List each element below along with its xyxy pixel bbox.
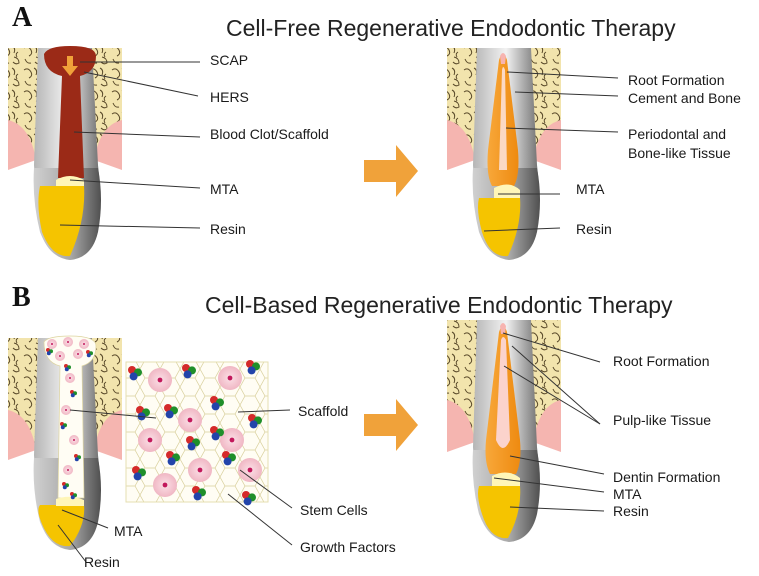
stem-cell-icon (47, 339, 57, 349)
label-bone-like-tissue: Bone-like Tissue (628, 145, 731, 161)
growth-factor-icon (242, 491, 256, 506)
growth-factor-icon (64, 364, 71, 372)
label-pulp-like-tissue: Pulp-like Tissue (613, 412, 712, 428)
stem-cell-icon (79, 339, 89, 349)
stem-cell-icon (220, 428, 244, 452)
stem-cell-icon (138, 428, 162, 452)
label-mta: MTA (613, 486, 642, 502)
growth-factor-icon (132, 466, 146, 481)
label-mta: MTA (576, 181, 605, 197)
panel-a-left-tooth (8, 46, 122, 260)
growth-factor-icon (248, 414, 262, 429)
label-scap: SCAP (210, 52, 249, 68)
stem-cell-icon (153, 473, 177, 497)
resin-layer (478, 486, 521, 539)
stem-cell-icon (69, 435, 79, 445)
panel-b-right-tooth (447, 320, 561, 542)
label-resin: Resin (576, 221, 612, 237)
stem-cell-icon (65, 373, 75, 383)
panel-a-letter: A (12, 2, 33, 33)
growth-factor-icon (60, 422, 67, 430)
down-arrow-icon (62, 56, 78, 76)
pulp-canal (499, 67, 507, 170)
growth-factor-icon (62, 482, 69, 490)
panel-a-title: Cell-Free Regenerative Endodontic Therap… (226, 15, 676, 41)
label-resin: Resin (613, 503, 649, 519)
label-dentin-formation: Dentin Formation (613, 469, 721, 485)
growth-factor-icon (210, 396, 224, 411)
stem-cell-icon (55, 351, 65, 361)
resin-layer (478, 198, 521, 257)
scaffold-inset (125, 360, 269, 506)
panel-b-letter: B (12, 282, 31, 313)
stem-cell-icon (188, 458, 212, 482)
stem-cell-icon (73, 349, 83, 359)
label-resin: Resin (210, 221, 246, 237)
canal-cells (46, 337, 93, 500)
growth-factor-icon (46, 348, 53, 356)
mta-layer (494, 184, 520, 198)
label-mta: MTA (114, 523, 143, 539)
label-resin: Resin (84, 554, 120, 570)
stem-cell-icon (218, 366, 242, 390)
gingiva (8, 120, 36, 170)
blood-clot-scaffold (44, 46, 96, 178)
panel-b-title: Cell-Based Regenerative Endodontic Thera… (205, 292, 673, 318)
label-root-formation: Root Formation (628, 72, 725, 88)
transition-arrow-icon (364, 145, 418, 197)
label-hers: HERS (210, 89, 249, 105)
growth-factors (128, 360, 262, 506)
stem-cell-icon (61, 405, 71, 415)
growth-factor-icon (70, 492, 77, 500)
growth-factor-icon (74, 454, 81, 462)
growth-factor-icon (210, 426, 224, 441)
label-periodontal: Periodontal and (628, 126, 727, 142)
growth-factor-icon (246, 360, 260, 375)
label-blood-clot: Blood Clot/Scaffold (210, 126, 329, 142)
stem-cell-icon (148, 368, 172, 392)
pulp-like-tissue (496, 337, 510, 448)
label-growth-factors: Growth Factors (300, 539, 396, 555)
stem-cell-icon (178, 408, 202, 432)
transition-arrow-icon (364, 399, 418, 451)
growth-factor-icon (182, 364, 196, 379)
growth-factor-icon (70, 390, 77, 398)
stem-cell-icon (63, 337, 73, 347)
scaffold-in-canal (43, 335, 97, 499)
label-mta: MTA (210, 181, 239, 197)
growth-factor-icon (128, 366, 142, 381)
stem-cells (138, 366, 262, 497)
growth-factor-icon (166, 451, 180, 466)
stem-cell-icon (63, 465, 73, 475)
mta-layer (56, 496, 84, 506)
label-root-formation: Root Formation (613, 353, 710, 369)
growth-factor-icon (86, 350, 93, 358)
growth-factor-icon (164, 404, 178, 419)
label-scaffold: Scaffold (298, 403, 349, 419)
mta-layer (56, 176, 84, 186)
resin-layer (38, 186, 85, 257)
label-cement-bone: Cement and Bone (628, 90, 741, 106)
stem-cell-icon (238, 458, 262, 482)
growth-factor-icon (186, 436, 200, 451)
growth-factor-icon (222, 451, 236, 466)
resin-layer (38, 505, 85, 547)
label-stem-cells: Stem Cells (300, 502, 368, 518)
growth-factor-icon (192, 486, 206, 501)
panel-b-left-tooth (8, 335, 122, 550)
panel-a-right-tooth (447, 48, 561, 260)
